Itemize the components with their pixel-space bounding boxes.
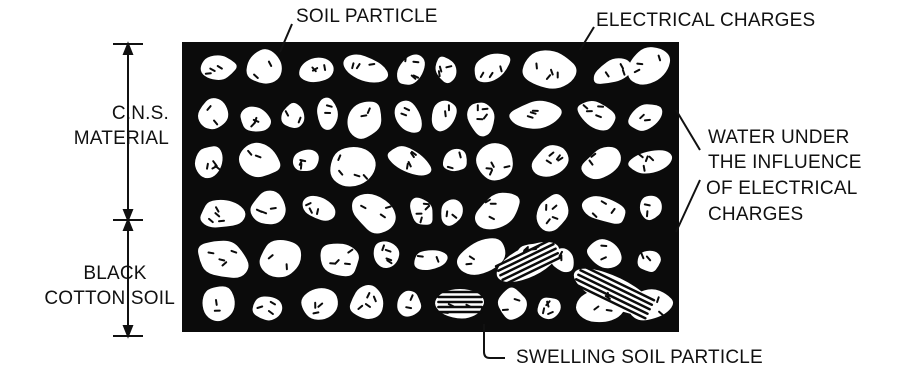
particle-dash xyxy=(483,109,488,110)
particle-dash xyxy=(386,207,391,208)
black-cotton-soil-label-line1: BLACK xyxy=(60,263,170,285)
particle-dash xyxy=(445,111,446,116)
cns-material-label-line2: MATERIAL xyxy=(54,128,169,150)
particle-dash xyxy=(644,166,645,171)
particle-dash xyxy=(407,164,408,169)
cns-material-label-line1: C.N.S. xyxy=(54,103,169,125)
particle-dash xyxy=(440,67,441,72)
particle-dash xyxy=(421,218,422,223)
particle-dash xyxy=(271,208,276,209)
water-label-line1: WATER UNDER xyxy=(708,127,850,149)
particle-dash xyxy=(459,153,460,158)
black-cotton-soil-label-line2: COTTON SOIL xyxy=(40,288,175,310)
particle-dash xyxy=(413,62,418,63)
particle-dash xyxy=(448,167,453,168)
particle-dash xyxy=(645,204,650,205)
leader-water-top xyxy=(676,110,700,150)
particle-dash xyxy=(216,300,217,305)
particle-dash xyxy=(637,64,642,65)
particle-dash xyxy=(206,73,211,74)
particle-dash xyxy=(645,120,650,121)
particle-dash xyxy=(466,264,471,265)
particle-dash xyxy=(424,204,429,205)
particle-dash xyxy=(405,56,406,61)
particle-dash xyxy=(446,66,451,67)
particle-dash xyxy=(505,166,510,167)
particle-dash xyxy=(406,307,411,308)
particle-dash xyxy=(209,253,214,254)
particle-dash xyxy=(500,66,501,71)
particle-dash xyxy=(327,105,332,106)
swelling-soil-particle-label: SWELLING SOIL PARTICLE xyxy=(516,347,763,369)
soil-particle-label: SOIL PARTICLE xyxy=(296,6,438,28)
particle-dash xyxy=(361,115,366,116)
water-label-line4: CHARGES xyxy=(708,204,803,226)
water-label-line2: THE INFLUENCE xyxy=(708,152,862,174)
particle-dash xyxy=(219,259,224,260)
particle-dash xyxy=(207,164,208,169)
water-label-line3: OF ELECTRICAL xyxy=(706,178,857,200)
particle-dash xyxy=(219,221,224,222)
particle-dash xyxy=(352,63,353,68)
particle-dash xyxy=(543,308,544,313)
particle-dash xyxy=(531,112,536,113)
particle-dash xyxy=(607,310,612,311)
particle-dash xyxy=(314,312,319,313)
particle-dash xyxy=(536,64,537,69)
leader-water-bottom xyxy=(676,180,700,232)
particle-dash xyxy=(447,211,448,216)
particle-dash xyxy=(317,209,318,214)
electrical-charges-label: ELECTRICAL CHARGES xyxy=(596,10,815,32)
particle-dash xyxy=(324,65,325,70)
particle-dash xyxy=(439,71,440,76)
particle-dash xyxy=(369,64,374,65)
particle-dash xyxy=(345,264,350,265)
particle-dash xyxy=(418,256,423,257)
